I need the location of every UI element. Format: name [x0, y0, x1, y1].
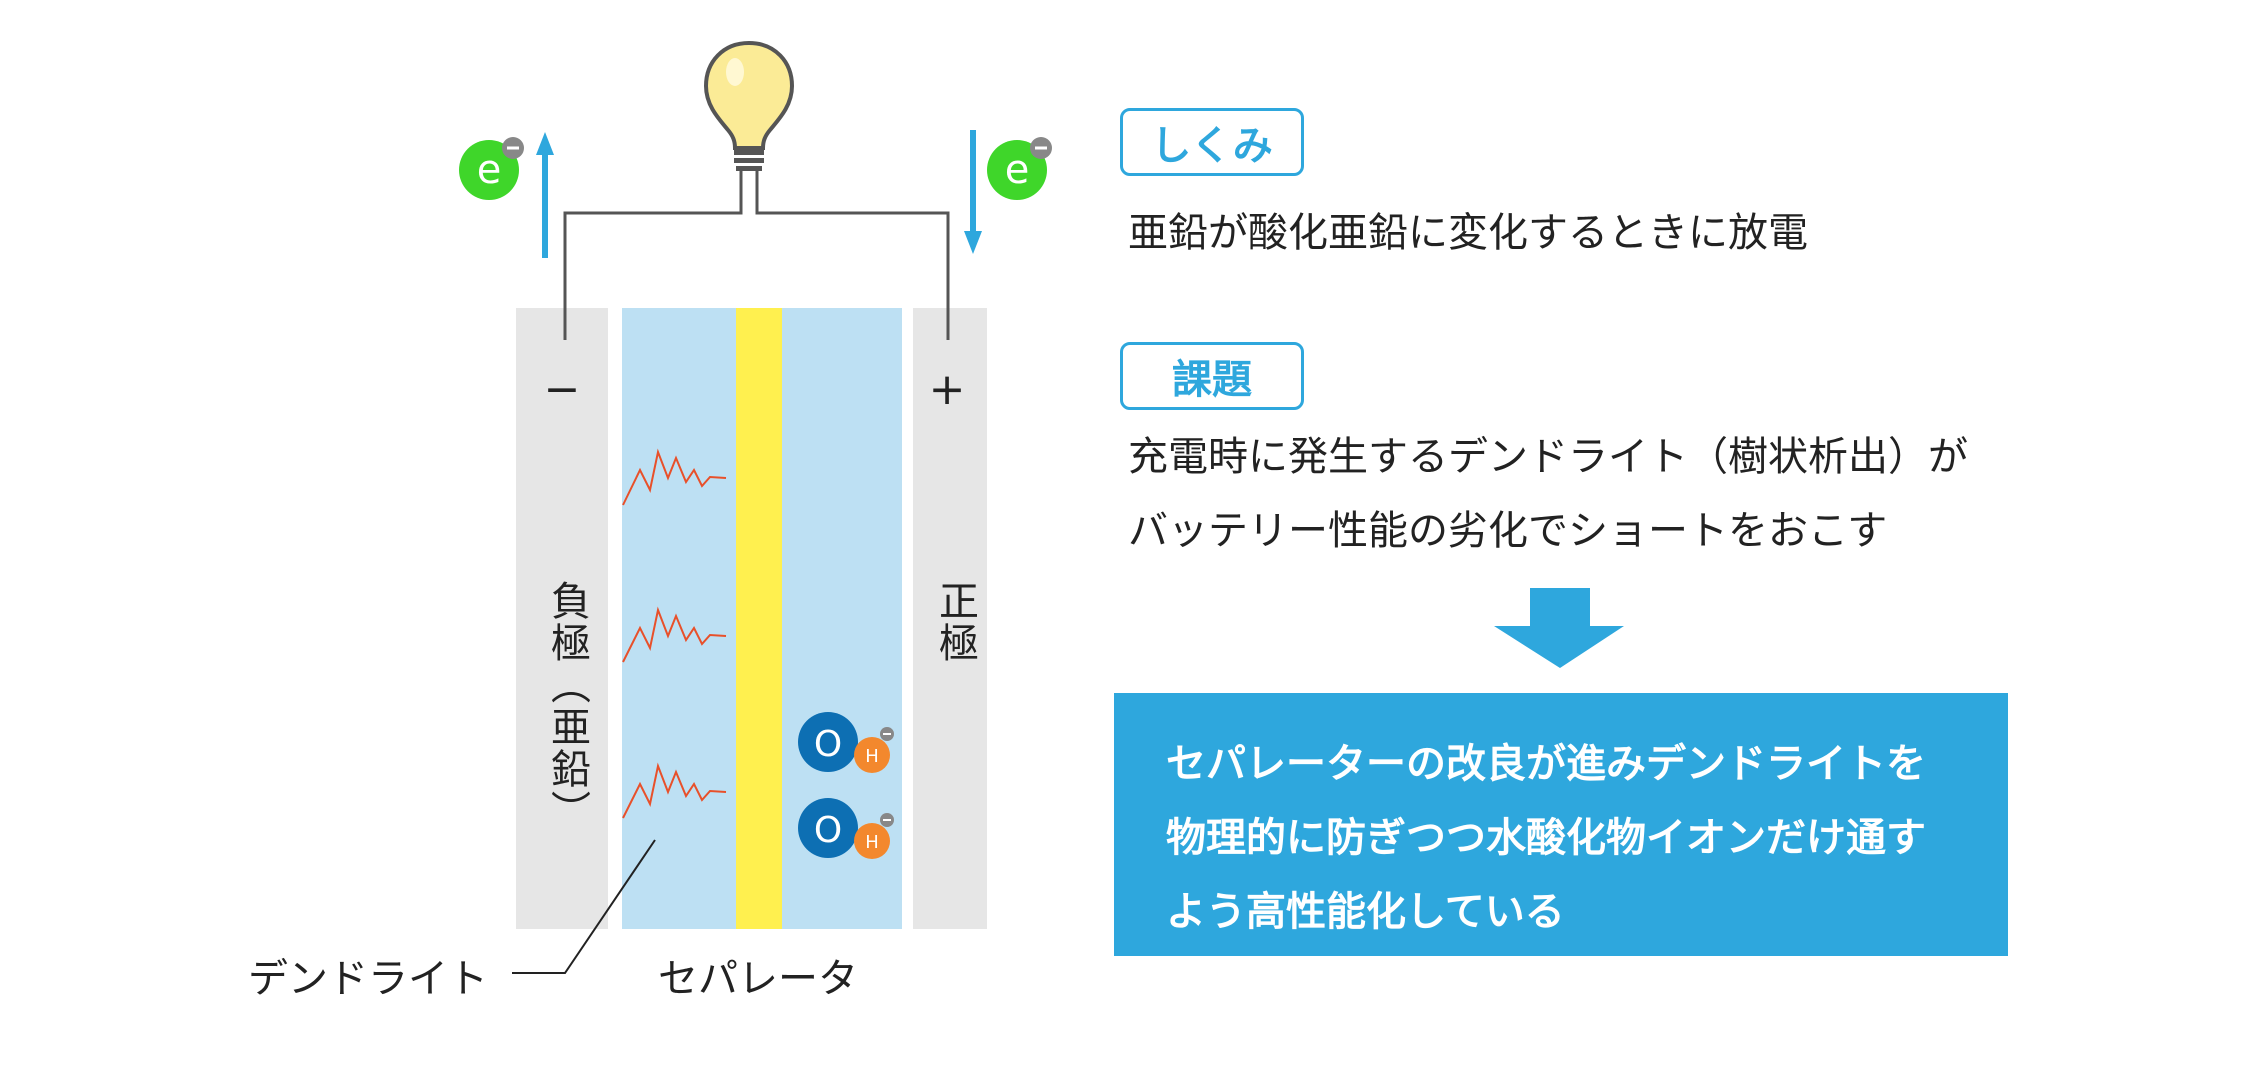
issue-text-line-1: 充電時に発生するデンドライト（樹状析出）が — [1128, 434, 1968, 480]
mechanism-tag: しくみ — [1120, 108, 1304, 176]
svg-text:e: e — [477, 147, 502, 193]
negative-electrode — [516, 308, 608, 929]
svg-text:H: H — [865, 832, 879, 853]
dendrite — [622, 606, 727, 663]
mechanism-text: 亜鉛が酸化亜鉛に変化するときに放電 — [1128, 210, 1808, 256]
issue-text-line-2: バッテリー性能の劣化でショートをおこす — [1128, 508, 1888, 554]
dendrite-leader-line — [512, 839, 656, 974]
issue-tag: 課題 — [1120, 342, 1304, 410]
arrow-down-icon — [964, 130, 982, 254]
dendrite — [622, 448, 727, 506]
separator — [736, 308, 782, 929]
negative-electrode-label: 負極（亜鉛） — [544, 580, 590, 832]
svg-text:O: O — [814, 810, 842, 851]
svg-text:e: e — [1005, 147, 1030, 193]
positive-sign: + — [929, 364, 966, 415]
result-text-line-2: 物理的に防ぎつつ水酸化物イオンだけ通す — [1166, 815, 1926, 861]
electron-icon: e — [459, 137, 524, 200]
dendrite — [622, 762, 727, 819]
result-text-line-3: よう高性能化している — [1166, 889, 1565, 935]
result-text-line-1: セパレーターの改良が進みデンドライトを — [1166, 741, 1926, 787]
dendrite-label: デンドライト — [248, 956, 488, 1002]
svg-text:O: O — [814, 724, 842, 765]
down-arrow-icon — [1494, 588, 1624, 668]
positive-electrode-label: 正極 — [932, 580, 978, 664]
wire-negative — [563, 168, 743, 340]
svg-text:H: H — [865, 746, 879, 767]
hydroxide-ion-icon: O H — [798, 798, 894, 859]
electron-icon: e — [987, 137, 1052, 200]
wire-positive — [755, 168, 950, 340]
positive-electrode — [913, 308, 987, 929]
light-bulb-icon — [703, 40, 795, 171]
result-box: セパレーターの改良が進みデンドライトを 物理的に防ぎつつ水酸化物イオンだけ通す … — [1114, 693, 2008, 956]
separator-label: セパレータ — [658, 956, 858, 1002]
negative-sign: − — [544, 364, 581, 415]
arrow-up-icon — [536, 132, 554, 258]
hydroxide-ion-icon: O H — [798, 712, 894, 773]
